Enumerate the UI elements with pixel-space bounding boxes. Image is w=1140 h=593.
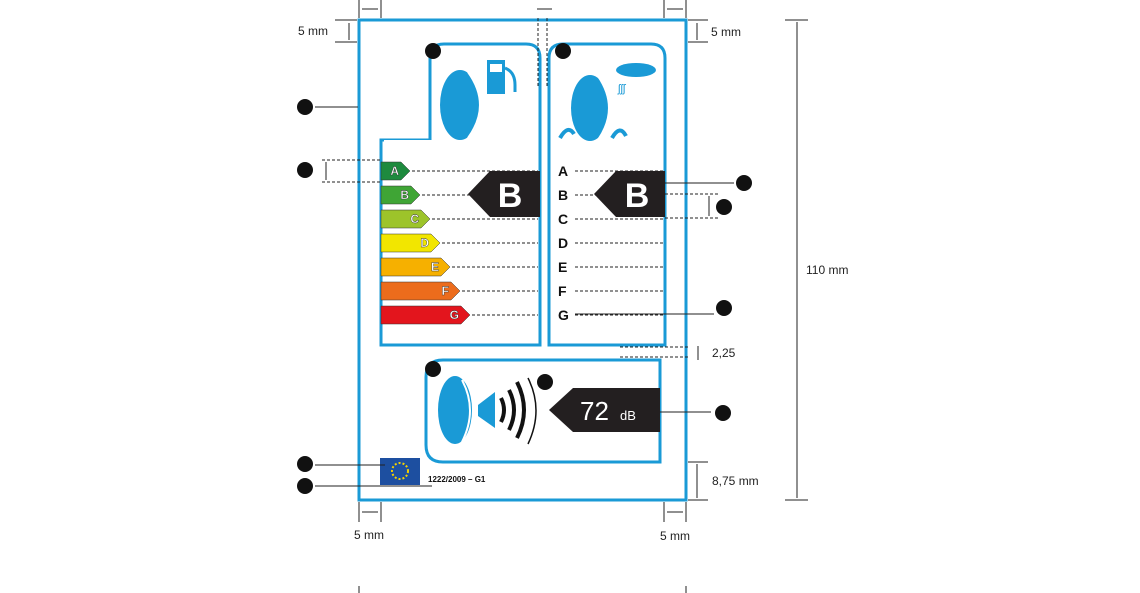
fuel-class-c: C	[380, 209, 538, 229]
wet-rating-value: B	[625, 177, 650, 215]
callout-markers	[297, 43, 752, 494]
svg-text:ʃʃʃ: ʃʃʃ	[617, 83, 627, 95]
tyre-speaker-icon	[438, 376, 537, 445]
tyre-rain-cloud-icon: ʃʃʃ	[558, 63, 656, 141]
wet-class-f: F	[558, 283, 663, 299]
fuel-class-e: E	[380, 257, 538, 277]
noise-value: 72	[580, 396, 609, 426]
fuel-class-label: A	[390, 164, 399, 178]
label-frame	[357, 18, 688, 502]
wet-class-e: E	[558, 259, 663, 275]
wet-class-label: F	[558, 283, 567, 299]
dim-bottom-left: 5 mm	[354, 528, 384, 542]
dim-top-left: 5 mm	[298, 24, 328, 38]
wet-class-c: C	[558, 211, 663, 227]
dim-bottom-band: 8,75 mm	[712, 474, 759, 488]
wet-grip-panel	[547, 42, 667, 347]
wet-class-label: B	[558, 187, 568, 203]
wet-class-label: E	[558, 259, 567, 275]
wet-class-b: B	[558, 187, 663, 203]
regulation-text: 1222/2009 – G1	[428, 475, 486, 484]
noise-value-arrow: 72 dB	[549, 388, 660, 432]
wet-class-g: G	[558, 307, 663, 323]
tyre-fuel-pump-icon	[440, 60, 517, 140]
dim-top-right: 5 mm	[711, 25, 741, 39]
fuel-class-label: D	[420, 236, 429, 250]
fuel-class-f: F	[380, 281, 538, 301]
fuel-class-label: G	[450, 308, 459, 322]
fuel-class-label: B	[400, 188, 409, 202]
fuel-class-label: C	[410, 212, 419, 226]
wet-rating-arrow: B	[594, 171, 665, 217]
wet-class-label: D	[558, 235, 568, 251]
wet-class-label: A	[558, 163, 568, 179]
fuel-class-a: A	[380, 161, 538, 181]
fuel-class-g: G	[380, 305, 538, 325]
dim-bottom-right: 5 mm	[660, 529, 690, 543]
wet-class-a: A	[558, 163, 663, 179]
fuel-rating-value: B	[498, 177, 523, 215]
dimension-lines	[315, 0, 808, 593]
fuel-class-label: F	[442, 284, 449, 298]
dim-gap: 2,25	[712, 346, 736, 360]
wet-class-d: D	[558, 235, 663, 251]
noise-unit: dB	[620, 408, 636, 423]
dim-height: 110 mm	[806, 263, 848, 277]
fuel-class-label: E	[431, 260, 439, 274]
fuel-class-d: D	[380, 233, 538, 253]
eu-flag-icon	[380, 458, 420, 485]
wet-class-label: G	[558, 307, 569, 323]
wet-class-label: C	[558, 211, 568, 227]
fuel-rating-arrow: B	[468, 171, 540, 217]
